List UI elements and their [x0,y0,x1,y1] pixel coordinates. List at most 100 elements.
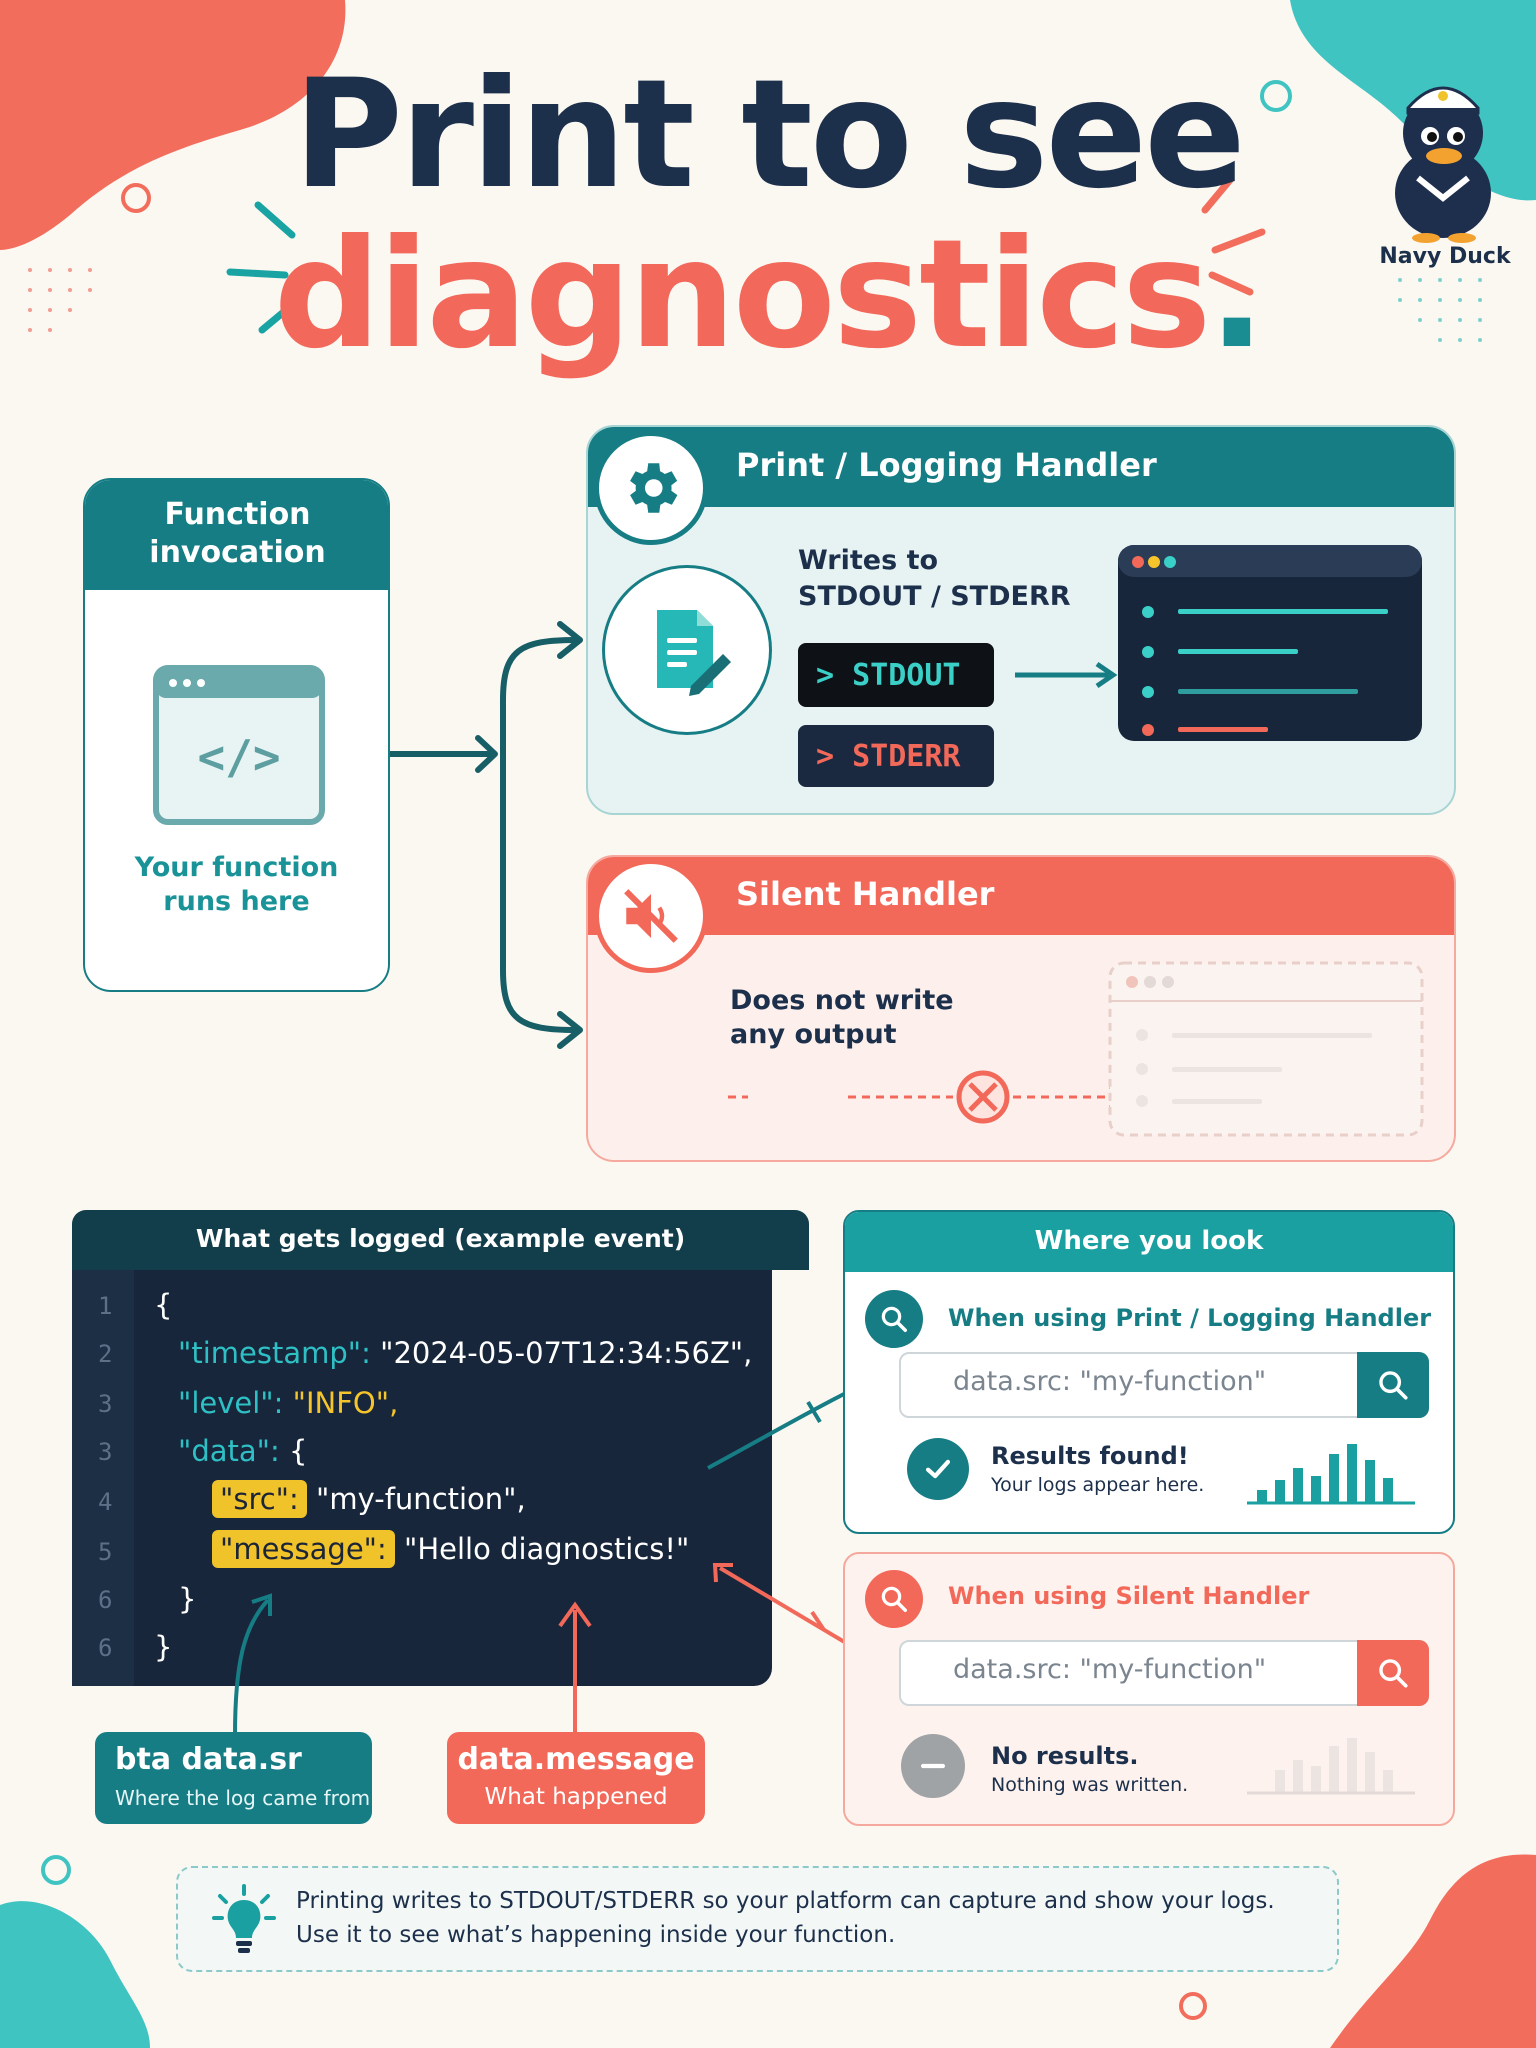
code-line-src: "src": "my-function", [212,1480,526,1518]
terminal-window [1118,545,1422,741]
print-handler-card: Print / Logging Handler Writes to STDOUT… [586,425,1456,815]
no-results-desc: Nothing was written. [991,1774,1189,1796]
code-line-level: "level": "INFO", [178,1386,398,1420]
where-you-look-header: Where you look [845,1212,1453,1272]
silent-handler-card: Silent Handler Does not write any output [586,855,1456,1162]
search-icon [1379,1371,1408,1400]
code-open-brace: { [154,1288,173,1322]
silent-case-search-bar[interactable]: data.src: "my-function" [899,1640,1429,1706]
document-badge [602,565,772,735]
footer-line-1: Printing writes to STDOUT/STDERR so your… [296,1888,1275,1914]
print-handler-header: Print / Logging Handler [588,427,1454,507]
data-open: { [289,1434,308,1468]
message-key-highlight: "message": [212,1530,395,1568]
data-key: "data": [178,1434,280,1468]
code-line-data: "data": { [178,1434,307,1468]
gear-icon [630,463,678,513]
silent-case-search-button[interactable] [1357,1640,1429,1706]
silent-desc-line-1: Does not write [730,985,954,1016]
footer-line-2: Use it to see what’s happening inside yo… [296,1922,896,1948]
writes-to-line-1: Writes to [798,545,939,576]
mute-badge [594,859,708,973]
src-callout-title: bta data.sr [115,1742,302,1777]
function-card-caption-2: runs here [163,886,310,917]
silent-case-search-badge [865,1570,923,1628]
line-number: 2 [98,1340,113,1368]
stderr-pill: > STDERR [798,725,994,787]
src-callout: bta data.sr Where the log came from [95,1732,372,1824]
empty-bar-icon [1247,1738,1415,1795]
print-case-search-badge [865,1290,923,1348]
message-callout-title: data.message [457,1742,695,1777]
where-you-look-title: Where you look [1034,1226,1264,1256]
message-value: "Hello diagnostics!" [404,1532,690,1566]
results-found-title: Results found! [991,1442,1189,1470]
code-glyph: </> [197,730,280,784]
footer-note: Printing writes to STDOUT/STDERR so your… [176,1866,1339,1972]
message-callout-desc: What happened [484,1784,668,1810]
code-block: 1 2 3 3 4 5 6 6 { "timestamp": "2024-05-… [72,1270,772,1686]
line-number: 6 [98,1586,113,1614]
function-invocation-card: Function invocation </> Your function ru… [83,478,390,992]
line-number: 1 [98,1292,113,1320]
print-case-title: When using Print / Logging Handler [948,1304,1432,1332]
src-key-highlight: "src": [212,1480,307,1518]
src-value: "my-function", [316,1482,526,1516]
stdout-pill: > STDOUT [798,643,994,707]
code-outer-close: } [154,1630,173,1664]
title-line-1: Print to see [293,48,1246,222]
writes-to-line-2: STDOUT / STDERR [798,581,1071,612]
where-you-look-card: Where you look When using Print / Loggin… [843,1210,1455,1534]
src-callout-desc: Where the log came from [115,1786,371,1810]
results-found-desc: Your logs appear here. [991,1474,1205,1496]
function-card-caption-1: Your function [134,852,339,883]
code-window-icon: </> [153,665,325,825]
line-number: 3 [98,1438,113,1466]
line-number: 5 [98,1538,113,1566]
mascot: Navy Duck [1370,68,1520,278]
stdout-arrow [1015,661,1118,689]
blocked-flow [728,1070,1127,1124]
logged-event-header: What gets logged (example event) [72,1210,809,1270]
silent-case-title: When using Silent Handler [948,1582,1310,1610]
title-period: . [1208,208,1265,382]
check-icon [925,1459,951,1479]
line-number: 4 [98,1488,113,1516]
silent-handler-title: Silent Handler [736,875,995,913]
line-number: 6 [98,1634,113,1662]
empty-window [1108,961,1424,1137]
title-word: diagnostics [273,208,1212,382]
results-found-badge [907,1438,969,1500]
search-icon [881,1306,907,1332]
timestamp-key: "timestamp": [178,1336,371,1370]
muted-speaker-icon [624,889,678,943]
no-results-badge [901,1734,965,1798]
level-key: "level": [178,1386,284,1420]
silent-desc-line-2: any output [730,1019,897,1050]
no-results-title: No results. [991,1742,1139,1770]
print-case-search-input[interactable]: data.src: "my-function" [953,1366,1267,1397]
minus-icon [920,1763,946,1769]
line-number-gutter: 1 2 3 3 4 5 6 6 [72,1270,134,1686]
mascot-name: Navy Duck [1379,244,1511,269]
gear-badge [594,431,708,545]
code-line-message: "message": "Hello diagnostics!" [212,1530,690,1568]
print-case-search-button[interactable] [1357,1352,1429,1418]
silent-handler-header: Silent Handler [588,857,1454,935]
silent-case-card: When using Silent Handler data.src: "my-… [843,1552,1455,1826]
message-callout: data.message What happened [447,1732,705,1824]
print-case-search-bar[interactable]: data.src: "my-function" [899,1352,1429,1418]
logged-event-title: What gets logged (example event) [195,1224,686,1253]
silent-case-search-input[interactable]: data.src: "my-function" [953,1654,1267,1685]
lightbulb-icon [212,1884,276,1953]
function-card-title: Function invocation [149,497,326,570]
results-bar-icon [1247,1444,1415,1505]
search-icon [881,1586,907,1612]
search-icon [1379,1659,1408,1688]
code-inner-close: } [178,1582,197,1616]
line-number: 3 [98,1390,113,1418]
level-value: "INFO", [292,1386,399,1420]
terminal-lines [1118,545,1422,736]
function-card-header: Function invocation [85,480,388,590]
document-edit-icon [657,610,731,696]
